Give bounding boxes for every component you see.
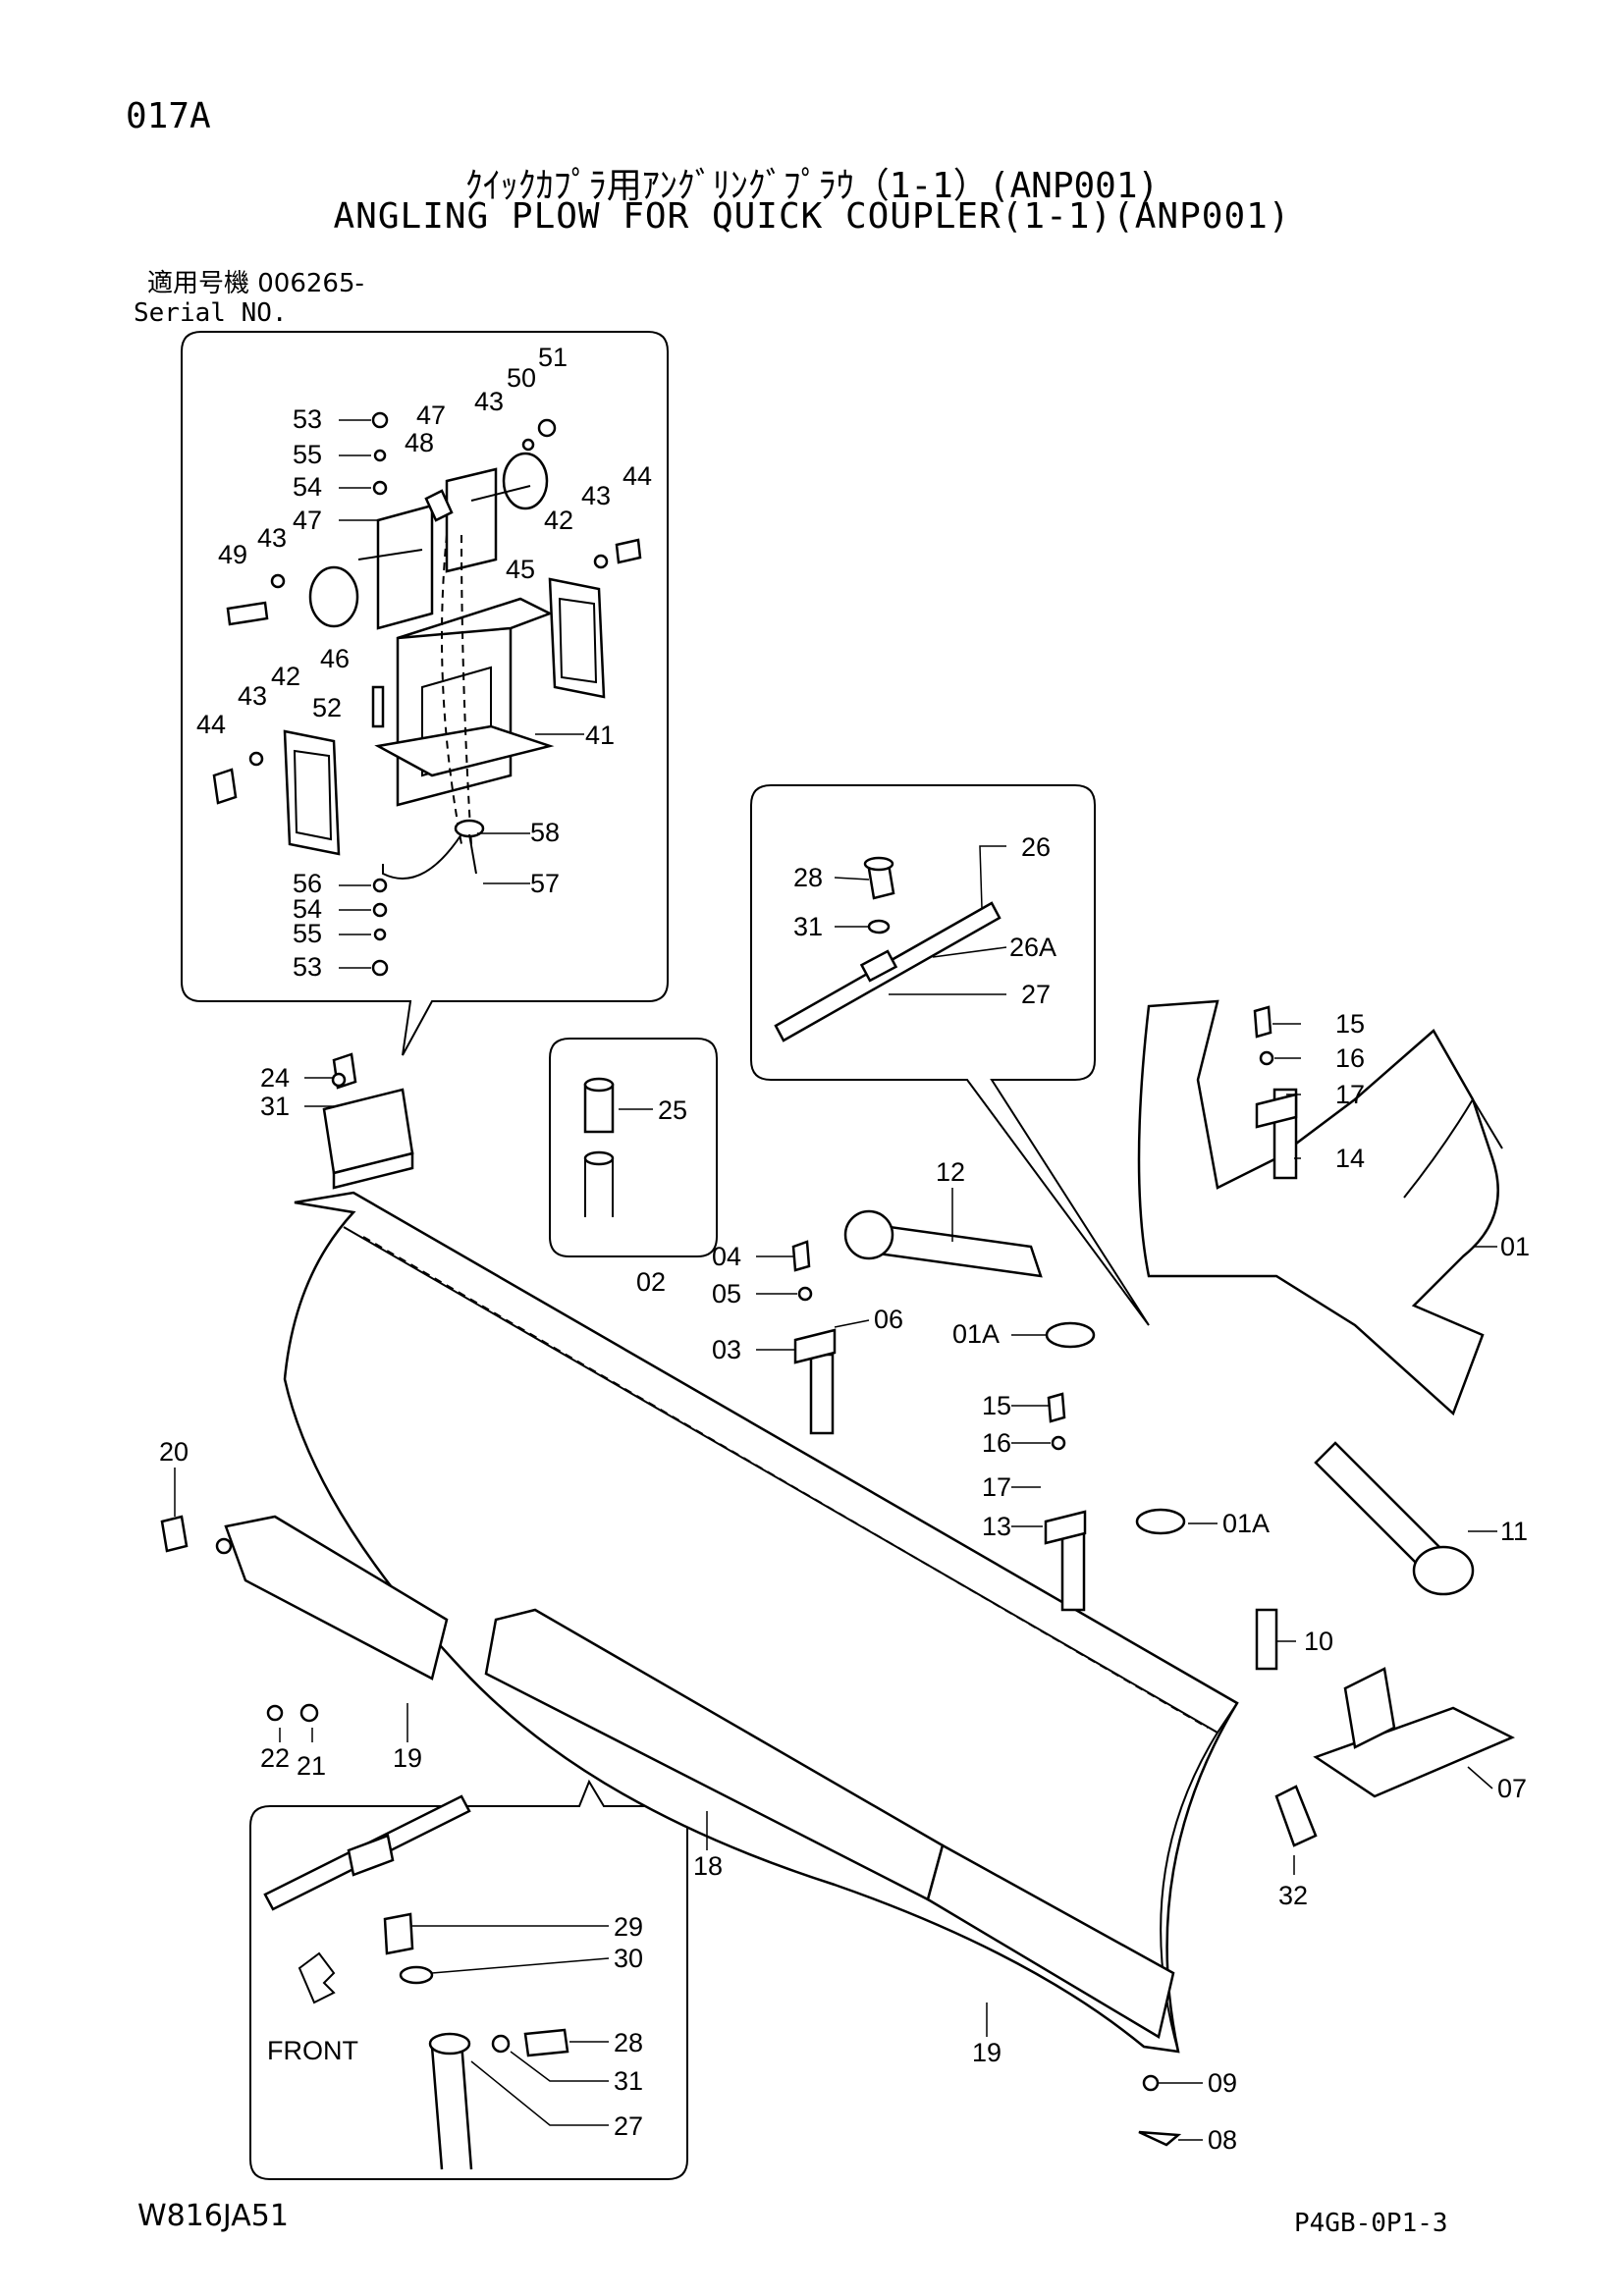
- callout: 15: [1335, 1009, 1365, 1039]
- callout: 12: [936, 1157, 965, 1187]
- callout: 53: [293, 404, 322, 434]
- callout: 43: [238, 681, 267, 711]
- callout: 19: [972, 2038, 1001, 2067]
- callout: 04: [712, 1242, 741, 1271]
- callout: 54: [293, 472, 322, 502]
- callout: 26: [1021, 832, 1051, 862]
- callout: 09: [1208, 2068, 1237, 2098]
- title-english: ANGLING PLOW FOR QUICK COUPLER(1-1)(ANP0…: [333, 196, 1291, 237]
- callout: 26A: [1009, 933, 1056, 962]
- sheet-number: P4GB-0P1-3: [1294, 2209, 1448, 2238]
- callout: 18: [693, 1851, 723, 1881]
- callout: 52: [312, 693, 342, 722]
- callout: 31: [614, 2066, 643, 2096]
- callout: 15: [982, 1391, 1011, 1420]
- callout: 48: [405, 428, 434, 457]
- callout: 01A: [952, 1319, 1000, 1349]
- callout: 17: [982, 1472, 1011, 1502]
- lamp-detail-panel: [181, 331, 669, 1056]
- serial-label-english: Serial NO.: [134, 298, 288, 328]
- callout: 43: [474, 387, 504, 416]
- callout: 54: [293, 894, 322, 924]
- callout: 07: [1497, 1774, 1527, 1803]
- callout: 56: [293, 869, 322, 898]
- callout: 47: [293, 506, 322, 535]
- callout: 32: [1278, 1881, 1308, 1910]
- callout: 31: [260, 1092, 290, 1121]
- callout: 41: [585, 721, 615, 750]
- hose-detail-panel: 26 28 31 26A 27: [750, 784, 1150, 1326]
- callout: 55: [293, 440, 322, 469]
- callout: 19: [393, 1743, 422, 1773]
- serial-label-japanese: 適用号機 006265-: [147, 269, 364, 298]
- front-detail-panel: 29 30 FRONT 28 31 27: [249, 1779, 688, 2180]
- callout: 58: [530, 818, 560, 847]
- callout: 46: [320, 644, 350, 673]
- callout: 57: [530, 869, 560, 898]
- callout: 31: [793, 912, 823, 941]
- callout: 01: [1500, 1232, 1530, 1261]
- callout: 50: [507, 363, 536, 393]
- callout: 01A: [1222, 1509, 1270, 1538]
- callout: 47: [416, 400, 446, 430]
- callout: 13: [982, 1512, 1011, 1541]
- callout: 28: [793, 863, 823, 892]
- callout: 45: [506, 555, 535, 584]
- callout: 42: [544, 506, 573, 535]
- callout: 30: [614, 1944, 643, 1973]
- callout: 16: [982, 1428, 1011, 1458]
- callout: 25: [658, 1095, 687, 1125]
- callout: 08: [1208, 2125, 1237, 2155]
- front-direction-label: FRONT: [267, 2036, 358, 2065]
- callout: 20: [159, 1437, 189, 1467]
- callout: 27: [614, 2111, 643, 2141]
- callout: 49: [218, 540, 247, 569]
- callout: 16: [1335, 1043, 1365, 1073]
- callout: 05: [712, 1279, 741, 1308]
- callout: 11: [1500, 1517, 1528, 1546]
- drawing-number: W816JA51: [137, 2199, 289, 2233]
- callout: 55: [293, 919, 322, 948]
- callout: 03: [712, 1335, 741, 1364]
- main-assembly-drawing: [160, 999, 1515, 2147]
- callout: 02: [636, 1267, 666, 1297]
- title-japanese: ｸｲｯｸｶﾌﾟﾗ用ｱﾝｸﾞﾘﾝｸﾞﾌﾟﾗｳ（1-1）(ANP001): [464, 166, 1160, 206]
- lamp-detail-callouts: 51 50 43 53 47 55 48 54 47 42 43 44 49 4…: [196, 343, 652, 982]
- callout: 27: [1021, 980, 1051, 1009]
- callout: 21: [297, 1751, 326, 1781]
- pin-detail-panel: 25: [549, 1038, 718, 1257]
- callout: 44: [196, 710, 226, 739]
- callout: 29: [614, 1912, 643, 1942]
- callout: 17: [1335, 1080, 1365, 1109]
- callout: 43: [257, 523, 287, 553]
- callout: 53: [293, 952, 322, 982]
- page-code: 017A: [126, 96, 211, 136]
- callout: 10: [1304, 1627, 1333, 1656]
- callout: 14: [1335, 1144, 1365, 1173]
- callout: 51: [538, 343, 568, 372]
- callout: 44: [623, 461, 652, 491]
- callout: 06: [874, 1305, 903, 1334]
- callout: 42: [271, 662, 300, 691]
- callout: 28: [614, 2028, 643, 2057]
- main-callouts: 24 31 15 16 17 14 12 01 04 02 05 06 03 0…: [159, 1009, 1530, 2155]
- callout: 22: [260, 1743, 290, 1773]
- callout: 43: [581, 481, 611, 510]
- callout: 24: [260, 1063, 290, 1093]
